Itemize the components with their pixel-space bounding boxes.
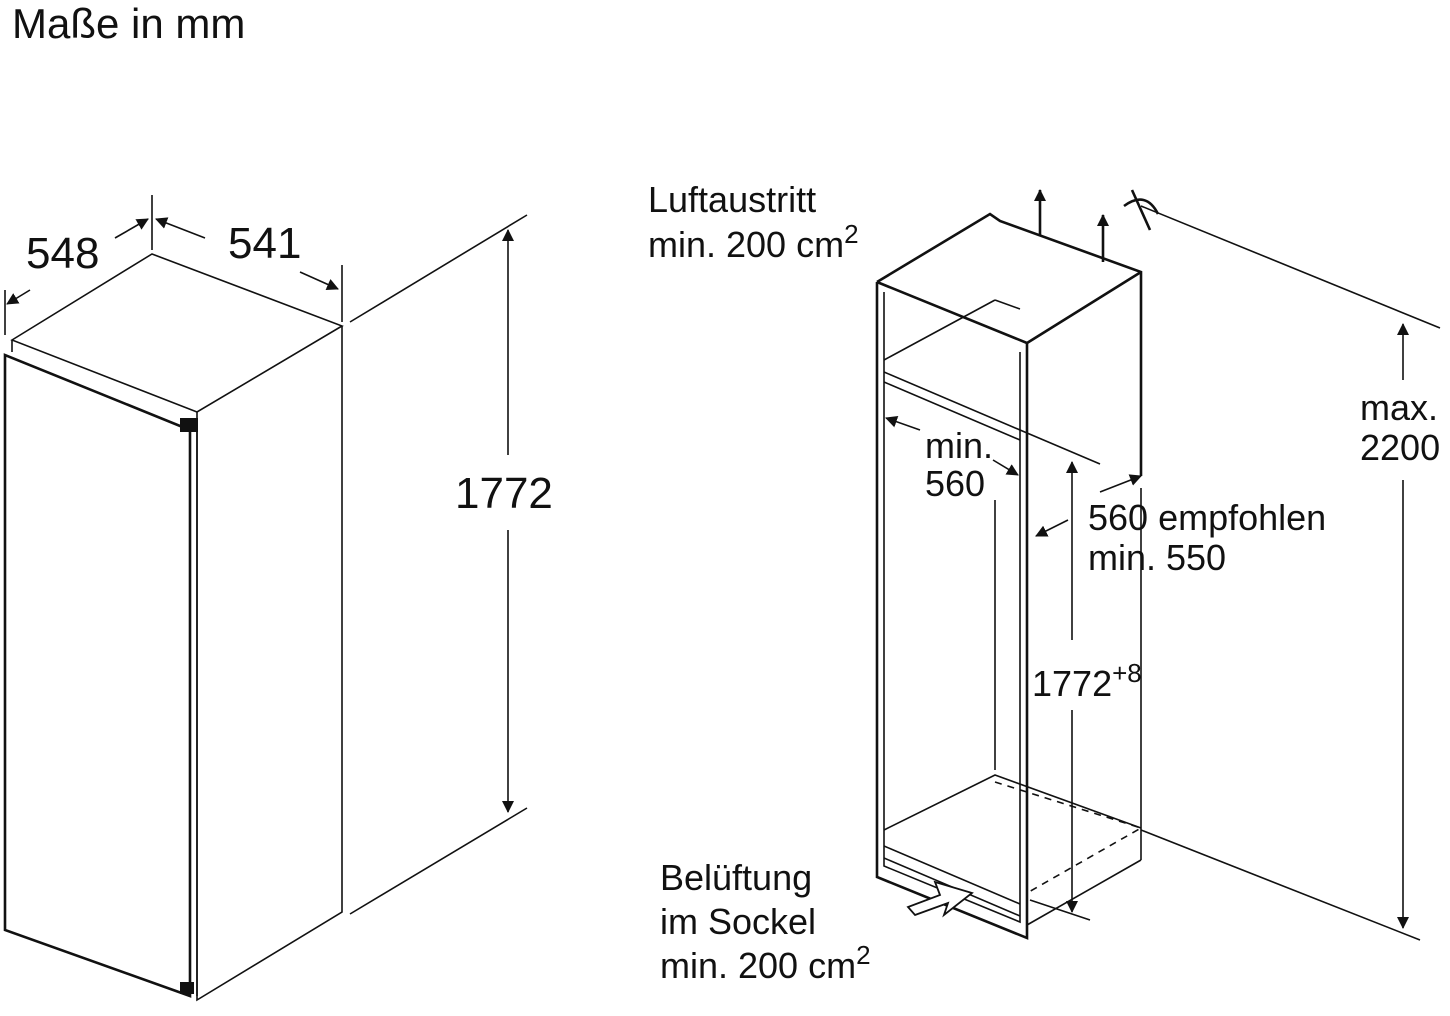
appliance-side-face [196, 326, 343, 1002]
max-height-label-line1: max. [1360, 387, 1438, 428]
niche-dimension-lines [885, 205, 1441, 941]
appliance-depth-label: 548 [26, 229, 99, 278]
ventilation-label-line1: Belüftung [660, 857, 812, 898]
niche-width-label-line2: 560 [925, 463, 985, 504]
ceiling-symbol-icon [1123, 189, 1160, 231]
air-outlet-label-line1: Luftaustritt [648, 179, 816, 220]
appliance-width-label: 541 [228, 219, 301, 268]
max-height-label-line2: 2200 [1360, 427, 1440, 468]
appliance-height-label: 1772 [455, 469, 553, 518]
niche-top-shelf [883, 299, 1021, 441]
appliance-dimension-lines [4, 195, 528, 915]
air-outlet-label-line2: min. 200 cm2 [648, 219, 859, 265]
niche-depth-label-line1: 560 empfohlen [1088, 497, 1326, 538]
niche-depth-label-line2: min. 550 [1088, 537, 1226, 578]
niche-drawing [875, 189, 1160, 940]
appliance-door [3, 353, 192, 998]
ventilation-label-line3: min. 200 cm2 [660, 940, 871, 986]
niche-top-frame [876, 212, 1143, 476]
niche-front-frame [875, 282, 1029, 940]
niche-width-label-line1: min. [925, 425, 993, 466]
appliance-drawing [3, 253, 344, 1002]
ventilation-arrow-icon [906, 880, 974, 918]
page-title: Maße in mm [12, 0, 245, 47]
niche-height-label: 1772+8 [1032, 658, 1142, 704]
door-hinge-bottom [180, 982, 194, 994]
ventilation-label-line2: im Sockel [660, 901, 816, 942]
door-hinge-top [180, 418, 198, 432]
